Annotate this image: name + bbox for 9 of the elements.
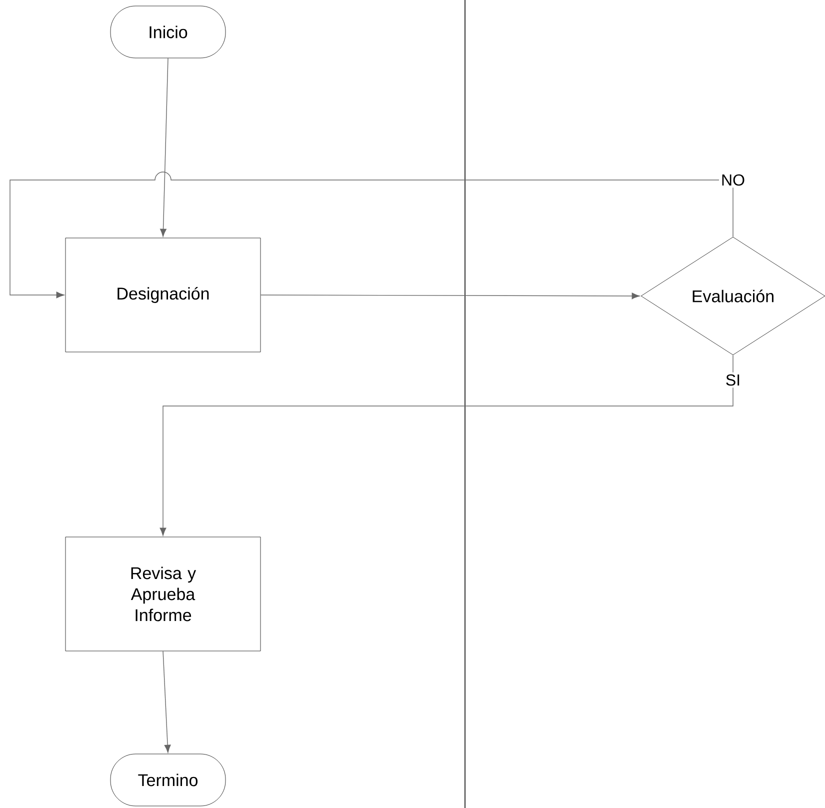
arrow (160, 58, 168, 237)
arrow (162, 650, 171, 753)
process-box: Revisa y Aprueba Informe (65, 536, 261, 652)
edge-label: NO (719, 172, 747, 188)
arrow (10, 172, 734, 298)
edge-label: SI (723, 372, 743, 388)
arrow (160, 354, 734, 536)
process-box: Designación (65, 238, 261, 352)
arrow (260, 292, 640, 300)
